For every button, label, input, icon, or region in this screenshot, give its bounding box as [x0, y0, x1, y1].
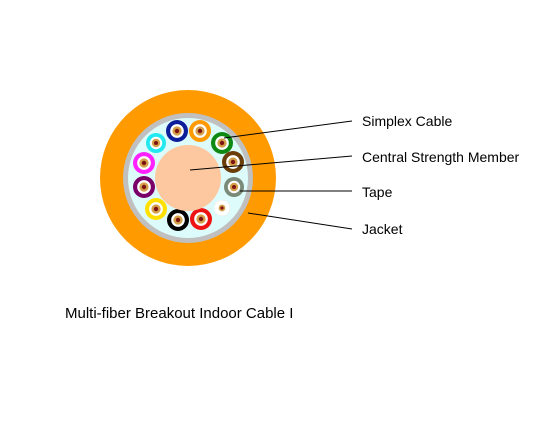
leader-lines: [189, 120, 353, 230]
simplex-fiber-white: [213, 199, 231, 217]
simplex-cable-label: Simplex Cable: [362, 113, 452, 129]
simplex-fiber-violet: [133, 176, 155, 198]
fiber-core: [153, 206, 159, 212]
fiber-core: [197, 128, 203, 134]
simplex-fiber-rose: [133, 152, 155, 174]
fiber-core: [141, 184, 147, 190]
central-strength-member-leader: [189, 155, 353, 171]
central-strength-member: [155, 145, 221, 211]
jacket-label: Jacket: [362, 221, 403, 237]
simplex-cable-leader: [223, 120, 353, 139]
fiber-core: [141, 160, 147, 166]
tape-label: Tape: [362, 184, 393, 200]
fiber-core: [230, 159, 236, 165]
simplex-fiber-green: [211, 132, 233, 154]
fiber-core: [198, 216, 204, 222]
fiber-core: [154, 141, 158, 145]
fiber-core: [220, 206, 224, 210]
diagram-caption: Multi-fiber Breakout Indoor Cable I: [65, 305, 293, 322]
cable-cross-section: [100, 90, 276, 266]
simplex-fiber-black: [167, 209, 189, 231]
jacket-leader: [247, 212, 353, 230]
simplex-fiber-yellow: [145, 198, 167, 220]
simplex-fiber-slate: [224, 177, 244, 197]
simplex-fiber-brown: [222, 151, 244, 173]
simplex-fiber-red: [190, 208, 212, 230]
fiber-core: [174, 128, 180, 134]
fiber-core: [219, 140, 225, 146]
central-strength-member-label: Central Strength Member: [362, 149, 520, 165]
simplex-fiber-orange: [189, 120, 211, 142]
simplex-fiber-aqua: [146, 133, 166, 153]
simplex-fiber-blue: [166, 120, 188, 142]
simplex-fibers: [133, 120, 244, 231]
fiber-core: [232, 185, 236, 189]
fiber-core: [175, 217, 181, 223]
